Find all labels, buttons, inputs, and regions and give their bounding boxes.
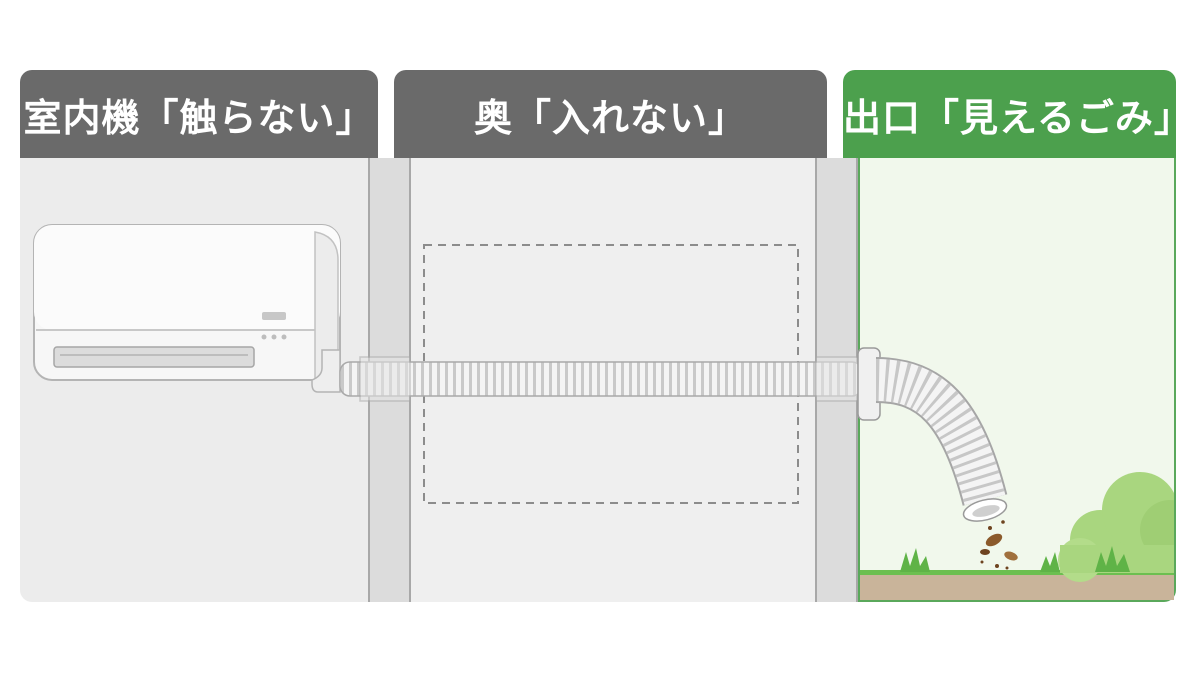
- leaf-debris-icon: [980, 520, 1018, 570]
- grass-tuft-icon: [900, 546, 1130, 572]
- soil-strip: [860, 573, 1174, 600]
- air-conditioner-indoor-unit-icon: [33, 224, 341, 393]
- header-indoor-unit-label: 室内機「触らない」: [23, 95, 375, 140]
- header-outlet: 出口「見えるごみ」: [843, 70, 1193, 158]
- header-inner-section-label: 奥「入れない」: [473, 95, 747, 140]
- header-outlet-label: 出口「見えるごみ」: [843, 95, 1193, 140]
- drain-hose-icon: [339, 347, 1008, 522]
- bush-icon: [1058, 472, 1174, 582]
- header-inner-section: 奥「入れない」: [394, 70, 827, 158]
- header-indoor-unit: 室内機「触らない」: [20, 70, 378, 158]
